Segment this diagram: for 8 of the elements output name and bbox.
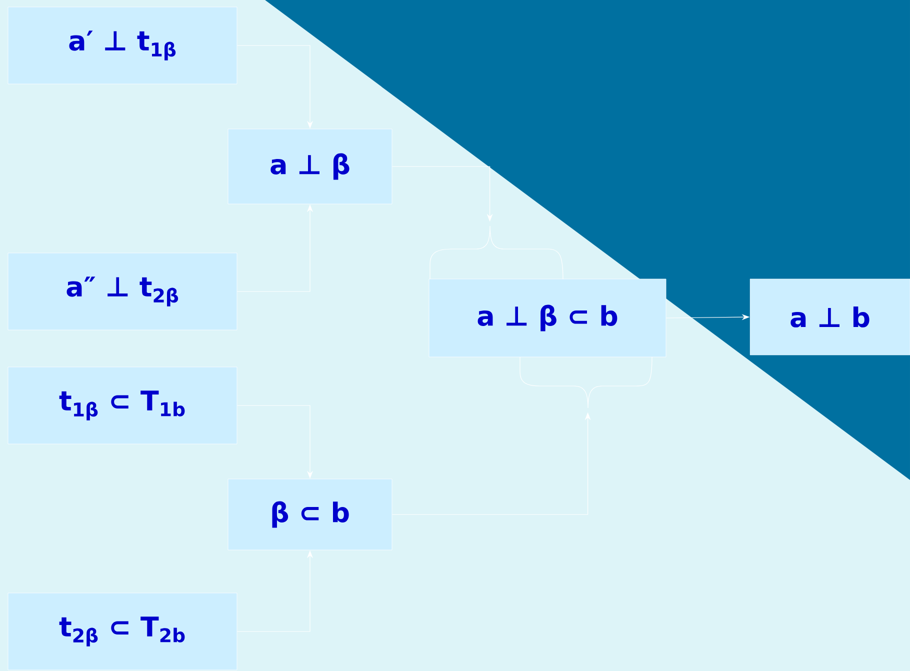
formula-box: a′ ⊥ t$_{1β}$ <box>8 6 238 84</box>
formula-box: a ⊥ b <box>750 278 910 356</box>
formula-box: β ⊂ b <box>228 478 392 550</box>
formula-box: a ⊥ β ⊂ b <box>428 278 666 358</box>
formula-box: t$_{1β}$ ⊂ T$_{1b}$ <box>8 366 238 444</box>
formula-box: a ⊥ β <box>228 128 392 204</box>
formula-box: t$_{2β}$ ⊂ T$_{2b}$ <box>8 592 238 670</box>
formula-box: a″ ⊥ t$_{2β}$ <box>8 252 238 330</box>
